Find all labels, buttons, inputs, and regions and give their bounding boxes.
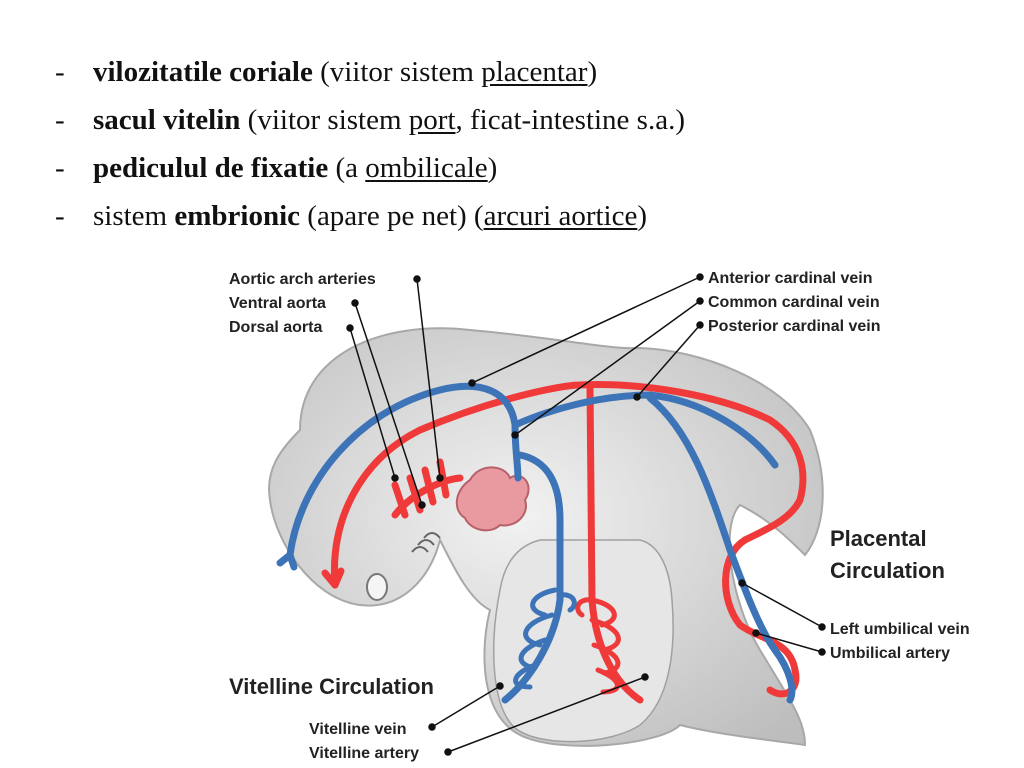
label-vitelline-vein: Vitelline vein xyxy=(309,721,407,738)
label-common-cardinal-vein: Common cardinal vein xyxy=(708,294,880,311)
bullet-note: (viitor sistem xyxy=(240,104,409,136)
label-dorsal-aorta: Dorsal aorta xyxy=(229,319,322,336)
leader-anterior-cardinal xyxy=(471,276,701,384)
label-vitelline-circulation: Vitelline Circulation xyxy=(229,674,434,699)
bullet-note: ) xyxy=(587,56,598,88)
leader-dot xyxy=(752,629,760,637)
leader-dot xyxy=(641,673,649,681)
label-umbilical-artery: Umbilical artery xyxy=(830,645,950,662)
aortic-arch-3 xyxy=(421,466,437,506)
leader-dot xyxy=(738,579,746,587)
bullet-term: sacul vitelin xyxy=(93,104,241,136)
leader-posterior-cardinal xyxy=(636,324,701,398)
left-umbilical-vein xyxy=(646,394,796,704)
leader-dot xyxy=(351,299,359,307)
bullet-underlined: ombilicale xyxy=(365,152,488,184)
leader-dot xyxy=(696,297,704,305)
leader-dot xyxy=(696,321,704,329)
vitelline-artery-trunk xyxy=(586,384,644,704)
dorsal-aorta-branch xyxy=(321,567,345,589)
leader-dot xyxy=(511,431,519,439)
leader-umbilical-artery xyxy=(755,632,823,653)
bullet-dash: - xyxy=(55,104,65,136)
heart xyxy=(455,466,530,532)
label-left-umbilical-vein: Left umbilical vein xyxy=(830,621,970,638)
bullet-item: -sistem embrionic (apare pe net) (arcuri… xyxy=(55,192,995,240)
label-placental-circulation-1: Placental xyxy=(830,526,927,551)
leader-vitelline-vein xyxy=(431,685,501,728)
bullet-note: (apare pe net) ( xyxy=(300,200,484,232)
bullet-list: -vilozitatile coriale (viitor sistem pla… xyxy=(55,48,995,240)
bullet-note: sistem xyxy=(93,200,175,232)
leader-dot xyxy=(496,682,504,690)
bullet-text: pediculul de fixatie (a ombilicale) xyxy=(93,144,497,192)
bullet-item: -sacul vitelin (viitor sistem port, fica… xyxy=(55,96,995,144)
eye-vesicle xyxy=(366,573,388,601)
label-posterior-cardinal-vein: Posterior cardinal vein xyxy=(708,318,881,335)
anterior-cardinal-branch xyxy=(276,551,298,571)
leader-dot xyxy=(633,393,641,401)
aortic-arch-1 xyxy=(391,481,409,519)
leader-dot xyxy=(418,501,426,509)
bullet-text: sistem embrionic (apare pe net) (arcuri … xyxy=(93,192,647,240)
bullet-term: embrionic xyxy=(174,200,301,232)
bullet-term: vilozitatile coriale xyxy=(93,56,313,88)
bullet-item: -pediculul de fixatie (a ombilicale) xyxy=(55,144,995,192)
vitelline-vein-branches xyxy=(513,587,577,690)
bullet-note: , ficat-intestine s.a.) xyxy=(455,104,686,136)
leader-vitelline-artery xyxy=(447,676,646,753)
bullet-underlined: port xyxy=(408,104,456,136)
leader-dot xyxy=(696,273,704,281)
label-anterior-cardinal-vein: Anterior cardinal vein xyxy=(708,270,873,287)
anterior-cardinal-vein xyxy=(286,382,519,559)
leader-dot xyxy=(346,324,354,332)
leader-dot xyxy=(818,623,826,631)
bullet-dash: - xyxy=(55,56,65,88)
leader-dot xyxy=(444,748,452,756)
label-vitelline-artery: Vitelline artery xyxy=(309,745,419,762)
bullet-note: ) xyxy=(487,152,498,184)
bullet-underlined: placentar xyxy=(481,56,588,88)
bullet-term: pediculul de fixatie xyxy=(93,152,329,184)
vitelline-artery-branches xyxy=(575,597,621,695)
pharyngeal-arches xyxy=(411,532,441,553)
leader-aortic-arch xyxy=(416,278,441,479)
bullet-dash: - xyxy=(55,152,65,184)
leader-dot xyxy=(413,275,421,283)
label-ventral-aorta: Ventral aorta xyxy=(229,295,326,312)
bullet-note: ) xyxy=(637,200,648,232)
leader-left-umbilical-vein xyxy=(741,582,823,628)
leader-ventral-aorta xyxy=(354,302,423,506)
leader-dot xyxy=(436,474,444,482)
bullet-dash: - xyxy=(55,200,65,232)
bullet-item: -vilozitatile coriale (viitor sistem pla… xyxy=(55,48,995,96)
label-aortic-arch-arteries: Aortic arch arteries xyxy=(229,271,376,288)
leader-dot xyxy=(428,723,436,731)
leader-dot xyxy=(391,474,399,482)
label-placental-circulation-2: Circulation xyxy=(830,558,945,583)
vitelline-vein-trunk xyxy=(501,451,564,704)
bullet-note: (viitor sistem xyxy=(312,56,482,88)
bullet-text: sacul vitelin (viitor sistem port, ficat… xyxy=(93,96,685,144)
leader-common-cardinal xyxy=(514,300,701,436)
leader-dot xyxy=(818,648,826,656)
bullet-text: vilozitatile coriale (viitor sistem plac… xyxy=(93,48,597,96)
bullet-underlined: arcuri aortice xyxy=(483,200,638,232)
leader-dorsal-aorta xyxy=(349,327,396,479)
leader-dot xyxy=(468,379,476,387)
bullet-note: (a xyxy=(328,152,366,184)
yolk-sac xyxy=(493,539,674,743)
dorsal-aorta xyxy=(330,381,807,589)
common-cardinal-vein xyxy=(511,421,522,482)
